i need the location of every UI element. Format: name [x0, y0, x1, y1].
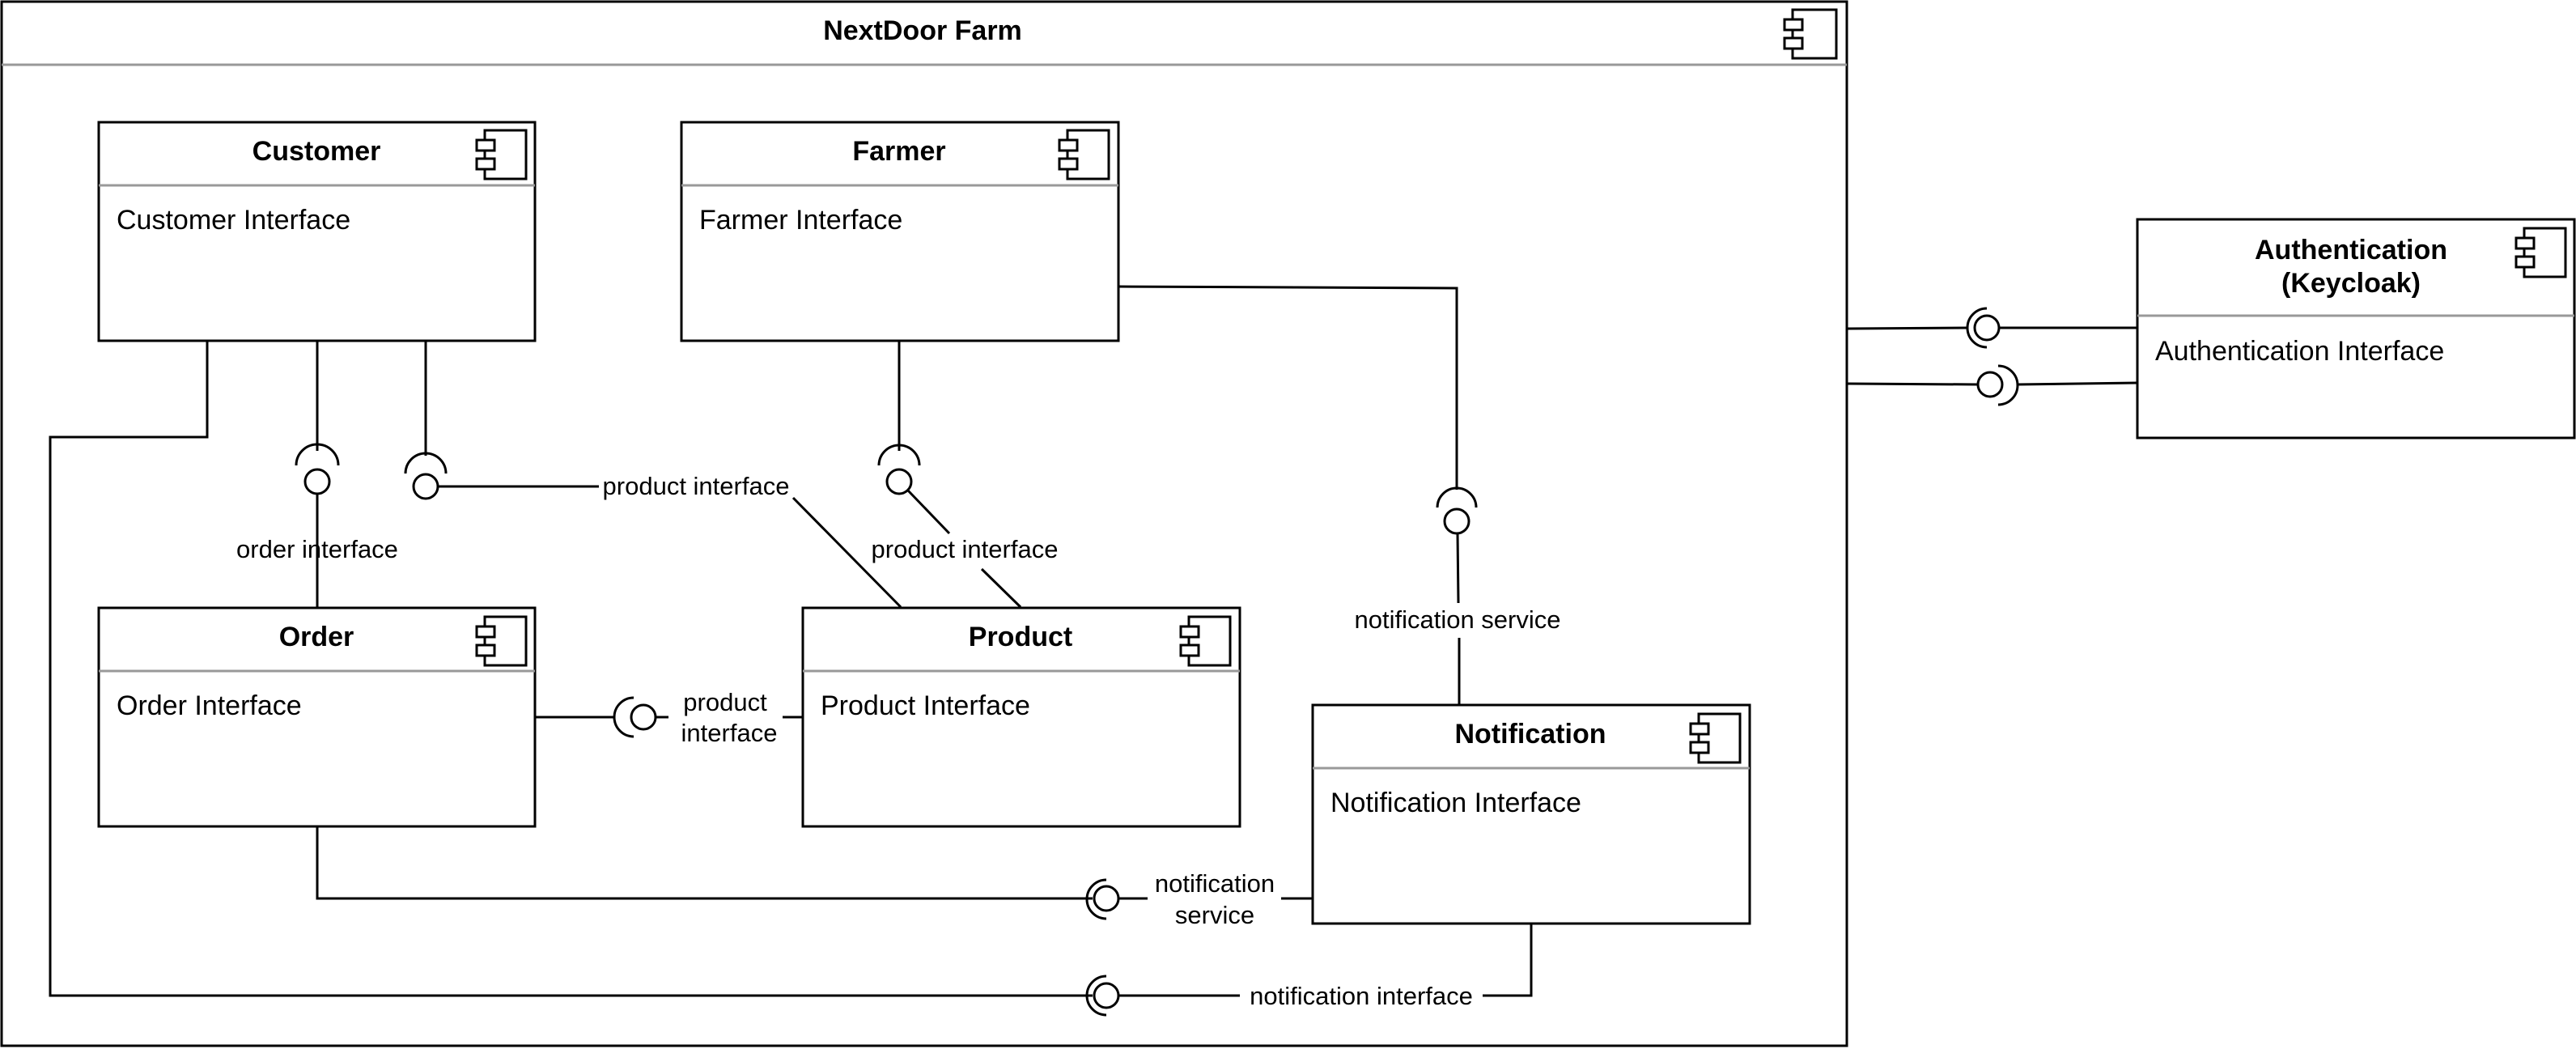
wire-customer-product-interface[interactable]	[404, 340, 902, 609]
farmer-title: Farmer	[852, 136, 945, 167]
wire-authentication-required[interactable]	[1846, 364, 2138, 406]
product-title: Product	[969, 622, 1072, 652]
label-order-interface: order interface	[236, 535, 398, 563]
system-title: NextDoor Farm	[823, 15, 1022, 46]
authentication-title: Authentication	[2255, 235, 2447, 265]
authentication-interface-label: Authentication Interface	[2155, 336, 2444, 367]
product-interface-label: Product Interface	[821, 690, 1030, 721]
wire-order-notification-service[interactable]	[316, 826, 1313, 920]
label-farmer-product-interface: product interface	[872, 535, 1059, 563]
label-customer-product-interface: product interface	[603, 472, 790, 500]
component-farmer[interactable]: Farmer Farmer Interface	[680, 121, 1120, 342]
customer-title: Customer	[253, 136, 381, 167]
component-notification[interactable]: Notification Notification Interface	[1311, 703, 1751, 925]
wire-order-product-interface[interactable]	[534, 696, 803, 738]
label-order-product-interface-line1: product	[683, 688, 767, 716]
component-icon	[1179, 615, 1232, 667]
label-farmer-notification-service: notification service	[1354, 605, 1560, 634]
wire-customer-notification-interface[interactable]	[49, 340, 1533, 1017]
component-customer[interactable]: Customer Customer Interface	[97, 121, 537, 342]
label-customer-notification-interface: notification interface	[1250, 982, 1473, 1010]
component-icon	[2514, 227, 2567, 278]
authentication-subtitle: (Keycloak)	[2281, 268, 2421, 299]
component-authentication[interactable]: Authentication (Keycloak) Authentication…	[2136, 218, 2576, 440]
component-icon	[1783, 8, 1838, 60]
customer-interface-label: Customer Interface	[117, 205, 350, 236]
wire-order-interface[interactable]	[295, 340, 340, 607]
component-icon	[475, 615, 528, 667]
order-title: Order	[279, 622, 354, 652]
wire-authentication-provided[interactable]	[1846, 307, 2137, 349]
order-interface-label: Order Interface	[117, 690, 302, 721]
component-icon	[475, 129, 528, 180]
notification-interface-label: Notification Interface	[1330, 788, 1581, 818]
label-order-notification-service-line1: notification	[1155, 869, 1275, 898]
label-order-product-interface-line2: interface	[681, 719, 778, 747]
notification-title: Notification	[1455, 719, 1606, 750]
label-order-notification-service-line2: service	[1175, 901, 1254, 929]
connector-labels: order interface product interface produc…	[236, 472, 1560, 1010]
component-order[interactable]: Order Order Interface	[97, 606, 537, 828]
wire-farmer-product-interface[interactable]	[877, 340, 1022, 609]
component-icon	[1058, 129, 1110, 180]
wire-farmer-notification-service[interactable]	[1118, 285, 1478, 704]
component-product[interactable]: Product Product Interface	[801, 606, 1241, 828]
component-icon	[1689, 712, 1742, 764]
farmer-interface-label: Farmer Interface	[699, 205, 902, 236]
